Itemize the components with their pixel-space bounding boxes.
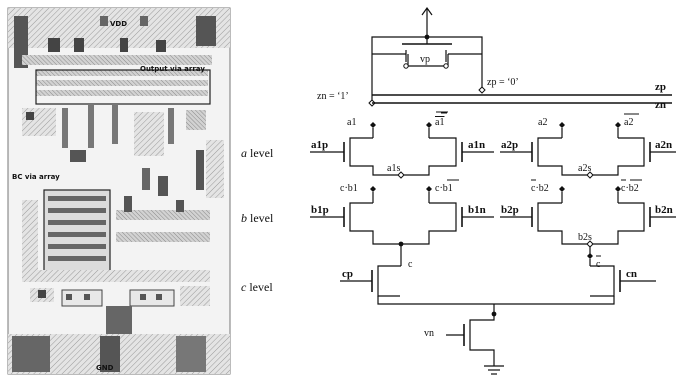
layout-panel: VDD Output via array BC via array GND	[7, 7, 231, 375]
vdd-rail	[8, 8, 230, 48]
a2s-label: a2s	[578, 163, 591, 174]
a1s-label: a1s	[387, 163, 400, 174]
level-label-b: b level	[241, 211, 274, 225]
output-via-array-label: Output via array	[140, 65, 205, 73]
a1-pair: a1 a1 a1s a1p a1n	[310, 112, 494, 179]
b1-pair: c·b1 c·b1 b1p b1n	[310, 179, 494, 247]
b2n-label: b2n	[655, 204, 673, 216]
c-label: c	[408, 259, 413, 270]
vn-label: vn	[424, 328, 434, 339]
c-level: c c cp cn	[340, 244, 656, 317]
zn-rail-label: zn	[655, 99, 666, 111]
cp-label: cp	[342, 268, 353, 280]
gnd-label: GND	[96, 364, 114, 372]
a2p-label: a2p	[501, 139, 518, 151]
b2-pair: c·b2 c·b2 b2s b2p b2n	[500, 179, 676, 248]
cbar-b2-label: c·b2	[531, 183, 549, 194]
a1n-label: a1n	[468, 139, 485, 151]
a2-label: a2	[538, 117, 547, 128]
a2-pair: a2 a2 a2s a2p a2n	[500, 113, 676, 179]
b2s-label: b2s	[578, 232, 592, 243]
cb1-label: c·b1	[340, 183, 358, 194]
zp-value-label: zp = ‘0’	[487, 77, 519, 88]
vdd-label: VDD	[110, 20, 127, 28]
a1-label: a1	[347, 117, 356, 128]
schematic: vp zp = ‘0’ zn = ‘1’ zp zn a1 a1 a1s a1p	[310, 6, 676, 375]
level-labels: a level b level c level	[241, 146, 274, 294]
a1p-label: a1p	[311, 139, 328, 151]
cn-label: cn	[626, 268, 637, 280]
level-label-c: c level	[241, 280, 273, 294]
level-label-a: a level	[241, 146, 274, 160]
bc-via-array-label: BC via array	[12, 173, 60, 181]
a2bar-label: a2	[624, 117, 633, 128]
b1p-label: b1p	[311, 204, 329, 216]
vp-label: vp	[420, 54, 430, 65]
b2p-label: b2p	[501, 204, 519, 216]
zp-rail-label: zp	[655, 81, 666, 93]
output-via-array-box	[35, 69, 211, 105]
zn-value-label: zn = ‘1’	[317, 91, 349, 102]
cbar-b2bar-label: c·b2	[621, 183, 639, 194]
a1bar-label: a1	[435, 117, 444, 128]
b1n-label: b1n	[468, 204, 486, 216]
output-arrow-icon	[421, 6, 433, 16]
cb1bar-label: c·b1	[435, 183, 453, 194]
cbar-label: c	[596, 259, 601, 270]
vn-transistor: vn	[424, 314, 504, 375]
vdd-contact-right	[196, 16, 216, 46]
a2n-label: a2n	[655, 139, 672, 151]
